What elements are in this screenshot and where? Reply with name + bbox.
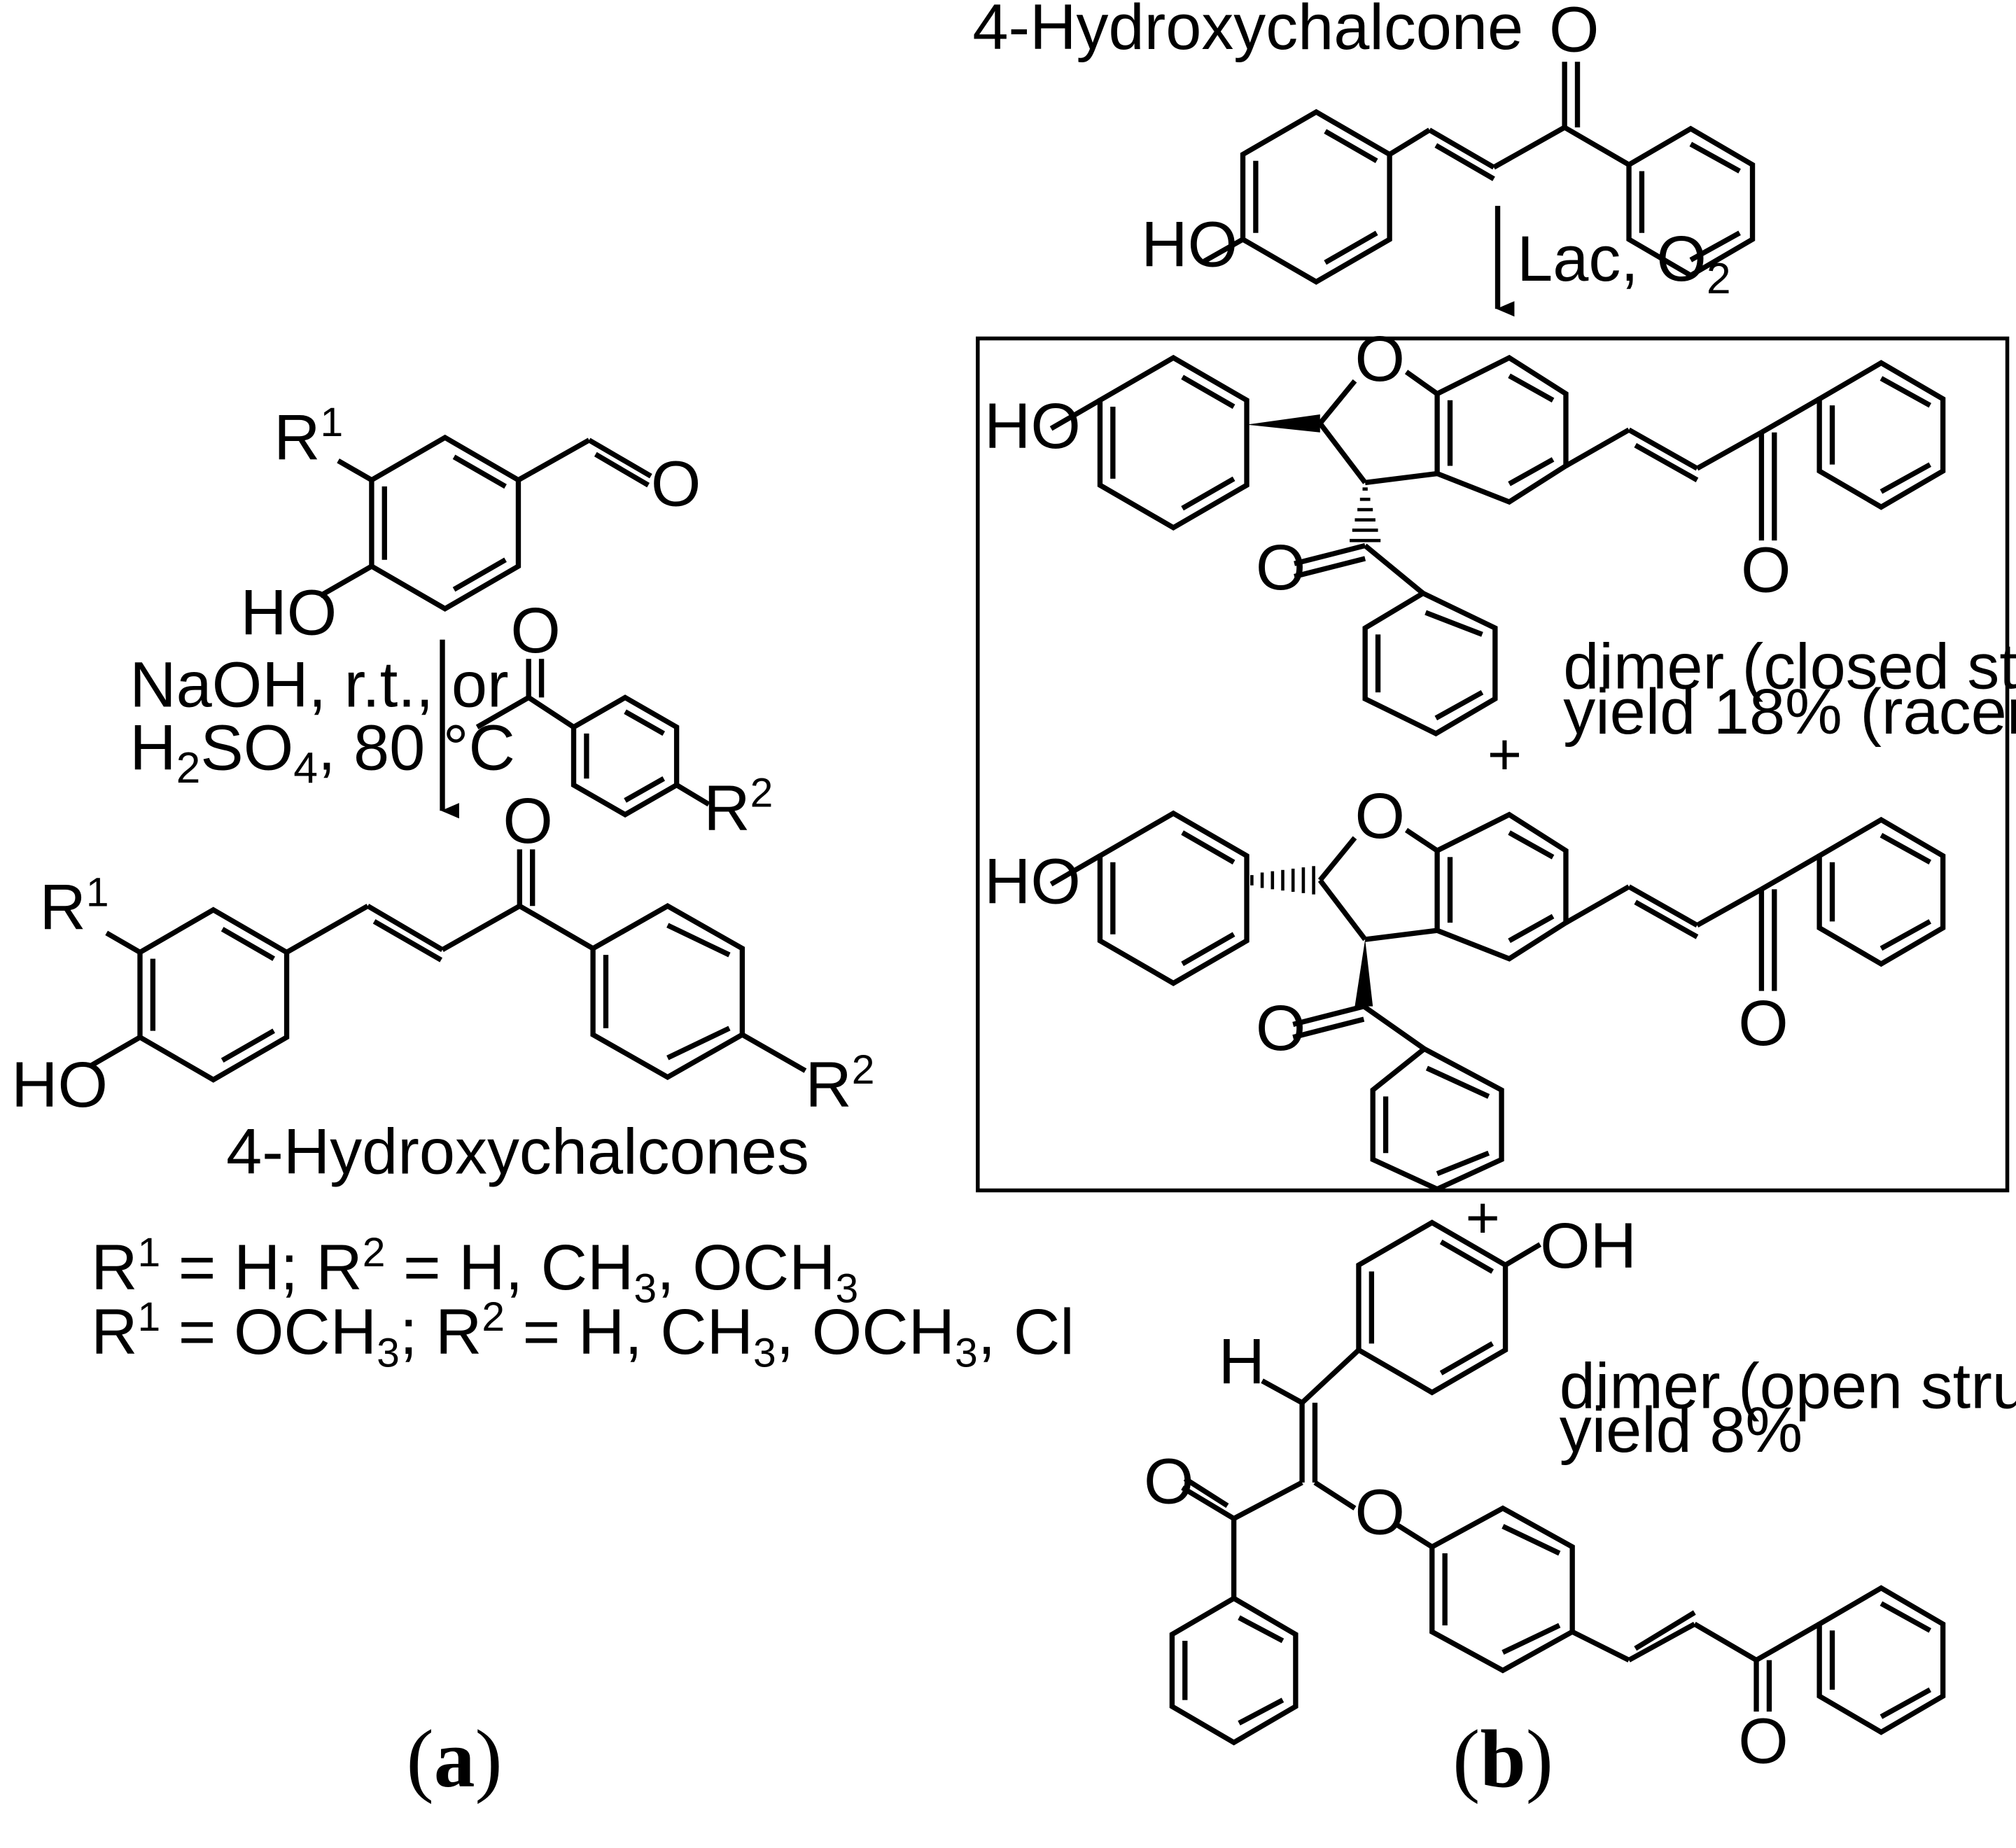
panel-b-caption: (b) — [1452, 1714, 1553, 1805]
dimer-closed-line-2: yield 18% (racemate) — [1563, 676, 2016, 748]
dimer-closed-structure-2: HO O O — [984, 780, 1946, 1192]
dimer1-ho-label: HO — [984, 391, 1081, 462]
dimer2-ho-label: HO — [984, 846, 1081, 918]
substituents-line-1: R1 = H; R2 = H, CH3, OCH3 — [91, 1230, 858, 1311]
dimer2-ring-o-label: O — [1354, 780, 1405, 852]
hydroxychalcone-product-structure: R1 O HO R2 — [11, 785, 874, 1121]
dimer2-enone-o-label: O — [1738, 988, 1788, 1059]
substituents-line-2: R1 = OCH3; R2 = H, CH3, OCH3, Cl — [91, 1294, 1074, 1376]
hydroxychalcone-structure: O HO — [1141, 0, 1756, 285]
product-o-label: O — [503, 785, 553, 857]
r2-label-reagent: R2 — [704, 771, 773, 844]
product-r2-label: R2 — [805, 1047, 874, 1121]
product-name: 4-Hydroxychalcones — [226, 1116, 809, 1188]
panel-a: R1 O HO NaOH, r.t., or H2SO4, 80 °C O R2 — [11, 400, 1074, 1805]
dimer2-ketone-o-label: O — [1256, 993, 1306, 1064]
laccase-reagent: Lac, O2 — [1517, 223, 1731, 303]
dimer1-enone-o-label: O — [1741, 535, 1791, 606]
open-oh-label: OH — [1540, 1210, 1637, 1282]
plus-sign-1: + — [1488, 721, 1522, 788]
dimer-open-line-2: yield 8% — [1560, 1394, 1802, 1466]
starting-o-label: O — [1549, 0, 1600, 66]
panel-a-caption: (a) — [407, 1714, 503, 1805]
dimer-open-line-1: dimer (open structure) — [1560, 1350, 2016, 1422]
acetophenone-structure: O R2 — [475, 595, 773, 844]
open-enone-o-label: O — [1738, 1706, 1788, 1777]
benzaldehyde-structure: R1 O HO — [240, 400, 701, 648]
dimer-closed-structure-1: HO O O — [984, 323, 2016, 748]
open-ketone-o-label: O — [1144, 1446, 1194, 1517]
product-r1-label: R1 — [40, 869, 109, 943]
dimer2-hash-wedge-aryl — [1250, 866, 1315, 895]
dimer1-ring-o-label: O — [1354, 323, 1405, 395]
reagents-line-1: NaOH, r.t., or — [130, 649, 508, 720]
dimer-closed-line-1: dimer (closed structure) — [1563, 631, 2016, 703]
dimer1-hash-wedge — [1350, 487, 1381, 542]
plus-sign-2: + — [1466, 1184, 1500, 1251]
dimer1-wedge — [1247, 414, 1320, 433]
panel-b: 4-Hydroxychalcone O HO Lac, O2 — [972, 0, 2016, 1805]
acetophenone-o-label: O — [510, 595, 561, 666]
starting-ho-label: HO — [1141, 209, 1238, 281]
dimer2-wedge — [1354, 939, 1373, 1007]
open-h-label: H — [1219, 1326, 1265, 1397]
open-ether-o-label: O — [1354, 1476, 1405, 1548]
starting-compound-name: 4-Hydroxychalcone — [972, 0, 1523, 63]
r1-label: R1 — [274, 400, 343, 473]
aldehyde-o-label: O — [651, 449, 701, 520]
dimer-open-structure: OH H O O — [1144, 1210, 2016, 1777]
reagents-line-2: H2SO4, 80 °C — [130, 712, 515, 792]
dimer1-ketone-o-label: O — [1256, 532, 1306, 603]
product-ho-label: HO — [11, 1049, 108, 1121]
ho-label: HO — [240, 577, 337, 648]
closed-dimers-box — [976, 336, 2010, 1193]
